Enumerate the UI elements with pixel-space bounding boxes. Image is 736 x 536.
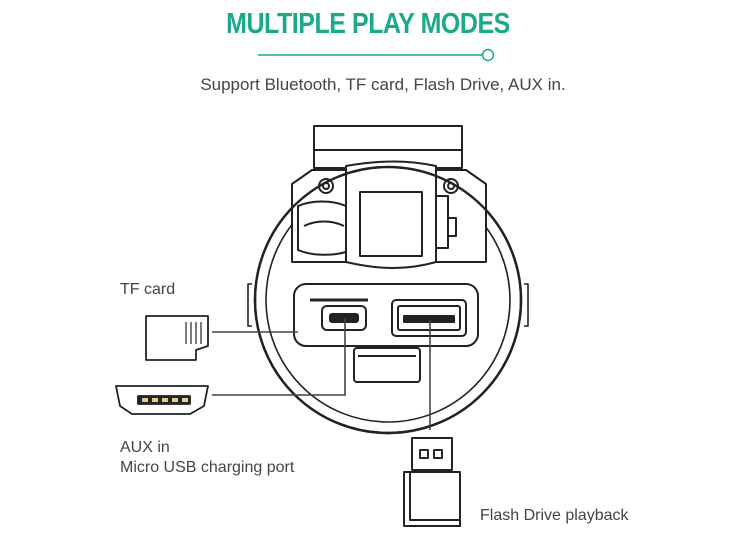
tf-card-icon xyxy=(145,315,209,361)
page-subtitle: Support Bluetooth, TF card, Flash Drive,… xyxy=(200,75,566,94)
aux-in-label: AUX in xyxy=(120,439,170,456)
micro-usb-connector-icon xyxy=(115,385,209,415)
car-charger-device xyxy=(247,125,529,435)
micro-usb-label: Micro USB charging port xyxy=(120,459,295,476)
usb-flash-drive-icon xyxy=(403,437,461,527)
callout-lines xyxy=(212,318,431,430)
page-title: MULTIPLE PLAY MODES xyxy=(226,8,510,40)
title-divider xyxy=(258,48,495,62)
tf-card-label: TF card xyxy=(120,281,176,298)
flash-drive-label: Flash Drive playback xyxy=(480,507,629,524)
